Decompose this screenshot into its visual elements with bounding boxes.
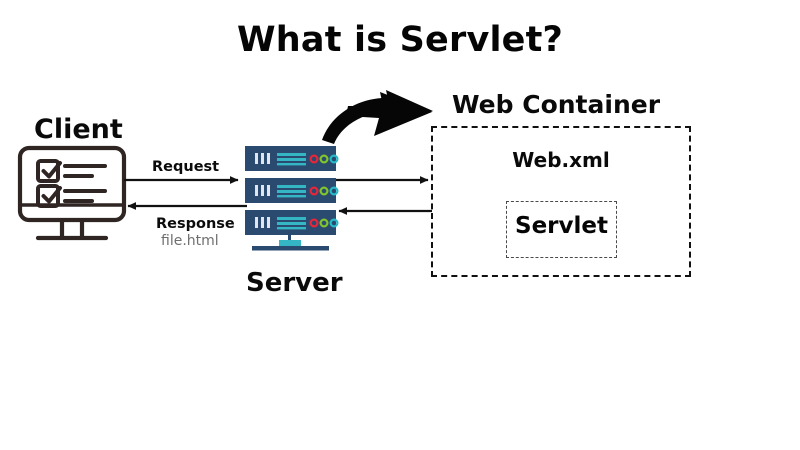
file-html-label: file.html — [161, 233, 219, 249]
page-title: What is Servlet? — [236, 20, 564, 60]
client-label: Client — [34, 114, 123, 145]
request-label: Request — [152, 159, 220, 175]
monitor-checklist-icon — [17, 145, 127, 241]
web-container-box — [431, 126, 691, 277]
web-xml-label: Web.xml — [512, 148, 610, 172]
server-rack-icon — [245, 146, 339, 251]
response-label: Response — [156, 216, 235, 232]
curved-highlight-arrow — [322, 90, 433, 144]
web-container-label: Web Container — [452, 90, 661, 119]
servlet-label: Servlet — [515, 213, 608, 239]
servlet-box — [506, 201, 617, 258]
server-label: Server — [246, 268, 343, 298]
